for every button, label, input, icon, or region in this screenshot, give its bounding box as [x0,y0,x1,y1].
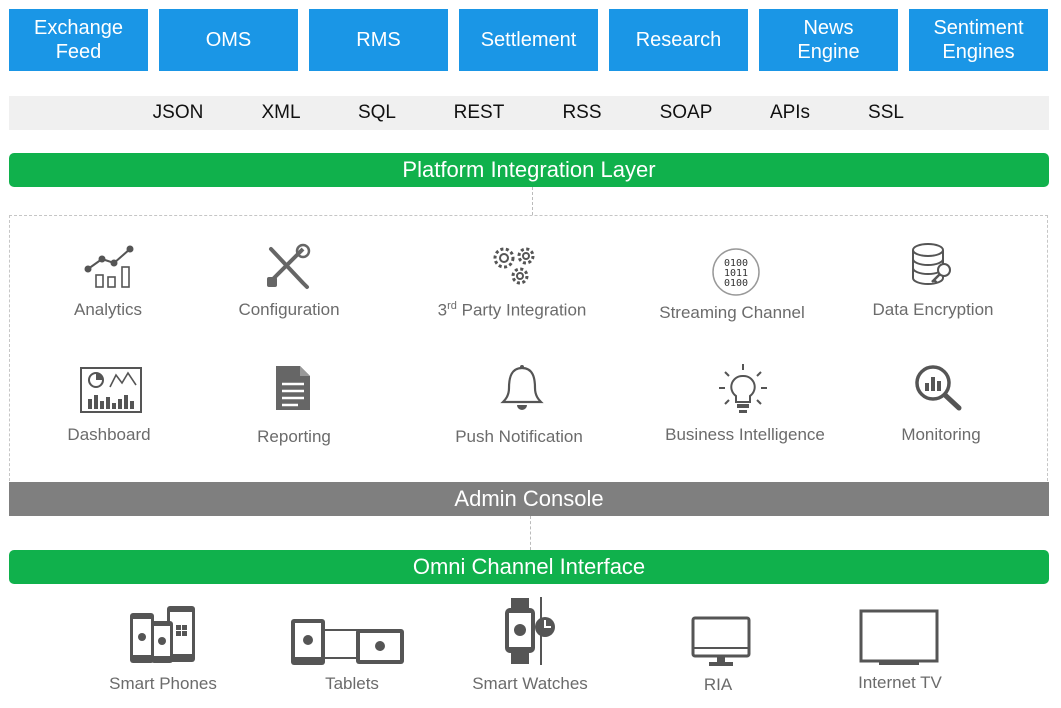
binary-line-2: 1011 [724,268,748,279]
exchange-feed-box: Exchange Feed [9,9,148,71]
tablets-label: Tablets [325,674,379,693]
database-key-icon [912,243,951,285]
smart-phones-label: Smart Phones [109,674,217,693]
smart-phones-icon [130,606,195,663]
tv-icon [859,609,939,665]
smart-watches-label: Smart Watches [472,674,588,693]
protocol-sql: SQL [357,102,397,123]
research-box: Research [609,9,748,71]
analytics-icon [84,245,134,288]
protocol-bar [9,96,1049,130]
protocol-soap: SOAP [659,102,713,123]
protocol-xml: XML [261,102,301,123]
data-encryption-label: Data Encryption [872,300,994,319]
lightbulb-icon [719,364,767,413]
tablets-icon [291,619,404,665]
internet-tv-label: Internet TV [858,673,942,692]
omni-channel-interface: Omni Channel Interface [9,550,1049,584]
reporting-label: Reporting [257,427,331,446]
gears-icon [493,247,535,285]
features-container [9,215,1048,481]
admin-console-bar: Admin Console [9,482,1049,516]
tools-icon [267,243,311,289]
platform-integration-layer: Platform Integration Layer [9,153,1049,187]
third-party-rest: Party Integration [456,300,587,320]
rms-box: RMS [309,9,448,71]
streaming-channel-label: Streaming Channel [659,303,805,322]
monitor-icon [691,616,751,666]
dashboard-icon [80,367,142,413]
settlement-box: Settlement [459,9,598,71]
binary-stream-icon: 0100 1011 0100 [712,248,760,296]
analytics-label: Analytics [73,300,143,319]
oms-box: OMS [159,9,298,71]
bell-icon [500,365,544,410]
protocol-json: JSON [152,102,204,123]
connector-line [532,187,533,215]
news-engine-box: News Engine [759,9,898,71]
protocol-ssl: SSL [868,102,904,123]
protocol-rest: REST [453,102,505,123]
third-party-integration-label: 3rd Party Integration [438,300,587,321]
sentiment-engines-box: Sentiment Engines [909,9,1048,71]
protocol-rss: RSS [562,102,602,123]
push-notification-label: Push Notification [455,427,583,446]
third-party-prefix: 3 [437,300,448,320]
business-intelligence-label: Business Intelligence [665,425,825,444]
binary-line-3: 0100 [724,278,748,289]
ria-label: RIA [703,675,733,694]
monitoring-label: Monitoring [901,425,981,444]
dashboard-label: Dashboard [67,425,151,444]
monitoring-icon [915,365,962,411]
document-icon [276,366,310,410]
third-party-sup: rd [447,300,457,312]
connector-line [530,516,531,550]
configuration-label: Configuration [238,300,340,319]
smart-watch-icon [505,597,555,665]
binary-line-1: 0100 [724,258,748,269]
protocol-apis: APIs [769,102,811,123]
